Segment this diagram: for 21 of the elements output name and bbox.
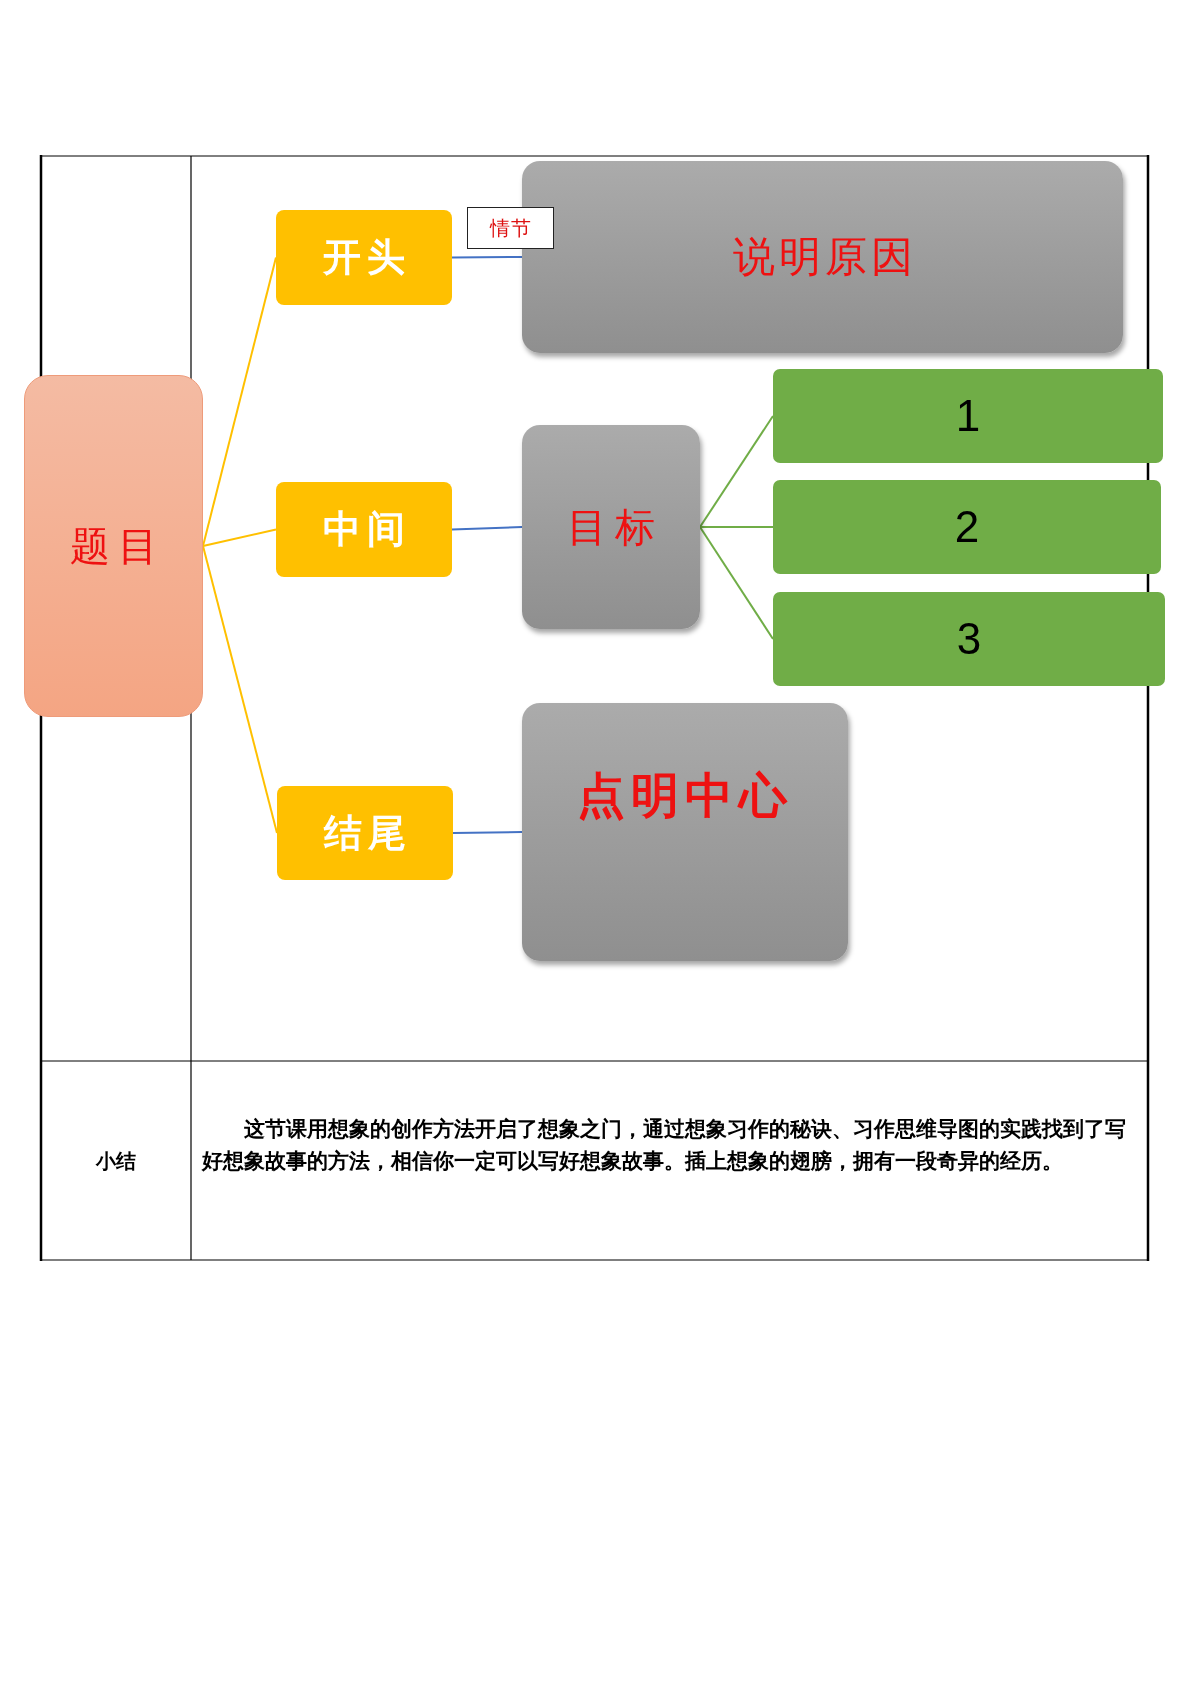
note-box: 情节 — [467, 207, 554, 249]
content-box: 目标 — [522, 425, 700, 629]
connector-line — [451, 256, 523, 259]
section-box: 开头 — [276, 210, 452, 305]
connector-line — [451, 526, 523, 531]
section-box: 结尾 — [277, 786, 453, 880]
item-box: 1 — [773, 369, 1163, 463]
connector-line — [452, 831, 523, 834]
row-label: 小结 — [94, 1148, 137, 1175]
connector-line — [699, 526, 774, 640]
content-box: 点明中心 — [522, 703, 848, 961]
topic-box: 题目 — [24, 375, 203, 717]
connector-line — [202, 256, 277, 547]
summary-paragraph: 这节课用想象的创作方法开启了想象之门，通过想象习作的秘诀、习作思维导图的实践找到了写好想象故事的方法，相信你一定可以写好想象故事。插上想象的翅膀，拥有一段奇异的经历。 — [202, 1115, 1128, 1175]
connector-line — [699, 526, 774, 528]
item-box: 3 — [773, 592, 1165, 686]
item-box: 2 — [773, 480, 1161, 574]
section-box: 中间 — [276, 482, 452, 577]
connector-line — [699, 415, 774, 528]
connector-line — [202, 545, 278, 834]
connector-line — [202, 528, 277, 547]
